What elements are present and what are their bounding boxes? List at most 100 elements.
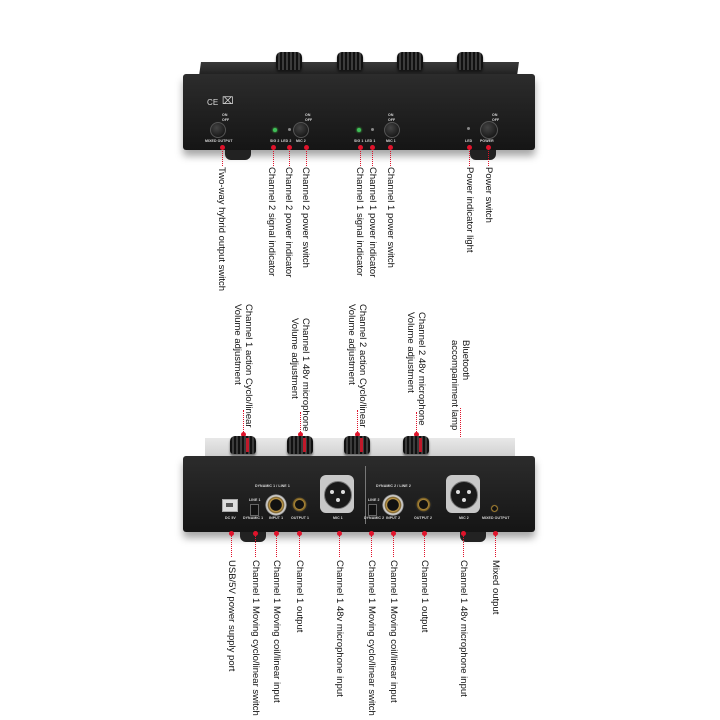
- callout-label: Channel 1 power indicator: [367, 167, 378, 278]
- led-label: LED: [465, 139, 473, 143]
- off-label: OFF: [305, 118, 313, 122]
- callout-line: [463, 535, 464, 557]
- mixed-output-label: MIXED OUTPUT: [482, 516, 510, 520]
- callout-label-line: accompaniment lamp: [449, 340, 460, 431]
- dynamic1-label: DYNAMIC 1: [243, 516, 264, 520]
- callout-label-line: Channel 1 48v microphone: [300, 318, 311, 432]
- sig1-label: SIG 1: [354, 139, 364, 143]
- mic2-power-switch[interactable]: [293, 122, 309, 138]
- callout-label-line: Bluetooth: [460, 340, 471, 381]
- callout-dot: [370, 145, 375, 150]
- callout-label: USB/5V power supply port: [226, 560, 237, 672]
- callout-label-line: Channel 1 action Cyclo/linear: [243, 304, 254, 428]
- usb-port-icon[interactable]: [222, 499, 238, 512]
- power-label: POWER: [480, 139, 494, 143]
- sig2-label: SIG 2: [270, 139, 280, 143]
- sig1-led-icon: [357, 128, 361, 132]
- device-body: [183, 456, 535, 532]
- callout-dot: [287, 145, 292, 150]
- callout-label: Channel 2 power switch: [300, 167, 311, 268]
- callout-dot: [274, 531, 279, 536]
- ch1-dynamic-volume-knob[interactable]: [230, 436, 256, 454]
- device-foot: [240, 532, 266, 542]
- channel-divider: [365, 466, 366, 524]
- callout-line: [255, 535, 256, 557]
- callout-dot: [358, 145, 363, 150]
- callout-label: Channel 2 signal indicator: [266, 167, 277, 277]
- output1-label: OUTPUT 1: [291, 516, 310, 520]
- callout-line: [276, 535, 277, 557]
- ch2-dynamic-line-switch[interactable]: [368, 504, 377, 516]
- mixed-output-label: MIXED OUTPUT: [205, 139, 233, 143]
- callout-label: Channel 1 48v microphone input: [458, 560, 469, 697]
- callout-label-line: Channel 2 action Cyclo/linear: [357, 304, 368, 428]
- xlr-pin: [456, 490, 460, 494]
- ch1-mic-volume-knob[interactable]: [287, 436, 313, 454]
- callout-line: [357, 410, 358, 434]
- callout-line: [339, 535, 340, 557]
- mic2-label: MIC 2: [296, 139, 306, 143]
- callout-dot: [355, 432, 360, 437]
- callout-dot: [337, 531, 342, 536]
- output2-jack[interactable]: [415, 496, 432, 513]
- ce-mark: CE: [207, 98, 219, 107]
- callout-label-line: Volume adjustment: [405, 312, 416, 393]
- knob-icon: [276, 52, 302, 70]
- dynamic1-line1-label: DYNAMIC 1 / LINE 1: [255, 484, 290, 488]
- line1-label: LINE 1: [249, 498, 261, 502]
- mixed-output-switch[interactable]: [210, 122, 226, 138]
- callout-label: Channel 1 Moving cyclo/linear switch: [250, 560, 261, 716]
- callout-line: [488, 149, 489, 166]
- xlr-socket: [450, 481, 478, 509]
- callout-line: [495, 535, 496, 557]
- xlr-pin: [462, 498, 466, 502]
- device-foot: [470, 150, 496, 160]
- callout-label-line: Volume adjustment: [232, 304, 243, 385]
- callout-label: Channel 1 signal indicator: [354, 167, 365, 277]
- knob-icon: [337, 52, 363, 70]
- callout-line: [372, 149, 373, 166]
- ch1-dynamic-line-switch[interactable]: [250, 504, 259, 516]
- xlr-pin: [336, 498, 340, 502]
- dynamic2-line2-label: DYNAMIC 2 / LINE 2: [376, 484, 411, 488]
- mixed-output-jack[interactable]: [490, 504, 499, 513]
- callout-line: [300, 412, 301, 434]
- callout-label: Channel 1 Moving coil/linear input: [388, 560, 399, 703]
- callout-dot: [422, 531, 427, 536]
- callout-label: Channel 1 power switch: [385, 167, 396, 268]
- on-label: ON: [388, 113, 394, 117]
- callout-dot: [461, 531, 466, 536]
- led2-label: LED 2: [281, 139, 292, 143]
- mic1-xlr-jack[interactable]: [320, 475, 354, 513]
- callout-label: Channel 1 Moving coil/linear input: [271, 560, 282, 703]
- device-foot: [460, 532, 486, 542]
- ch2-dynamic-volume-knob[interactable]: [344, 436, 370, 454]
- dynamic2-label: DYNAMIC 2: [364, 516, 385, 520]
- output1-jack[interactable]: [291, 496, 308, 513]
- xlr-socket: [324, 481, 352, 509]
- callout-dot: [304, 145, 309, 150]
- xlr-pin: [330, 490, 334, 494]
- input1-jack[interactable]: [265, 494, 287, 516]
- ch2-mic-volume-knob[interactable]: [403, 436, 429, 454]
- input1-label: INPUT 1: [269, 516, 284, 520]
- callout-dot: [220, 145, 225, 150]
- callout-line: [393, 535, 394, 557]
- callout-label: Channel 1 output: [419, 560, 430, 633]
- callout-label: Channel 1 Moving cyclo/linear switch: [366, 560, 377, 716]
- input2-jack[interactable]: [382, 494, 404, 516]
- callout-dot: [253, 531, 258, 536]
- callout-dot: [414, 432, 419, 437]
- callout-line: [460, 408, 461, 453]
- dc5v-label: DC 5V: [225, 516, 236, 520]
- xlr-pin: [341, 490, 345, 494]
- callout-label: Channel 1 output: [294, 560, 305, 633]
- power-switch[interactable]: [480, 121, 498, 139]
- mic2-xlr-jack[interactable]: [446, 475, 480, 513]
- callout-line: [299, 535, 300, 557]
- mic1-power-switch[interactable]: [384, 122, 400, 138]
